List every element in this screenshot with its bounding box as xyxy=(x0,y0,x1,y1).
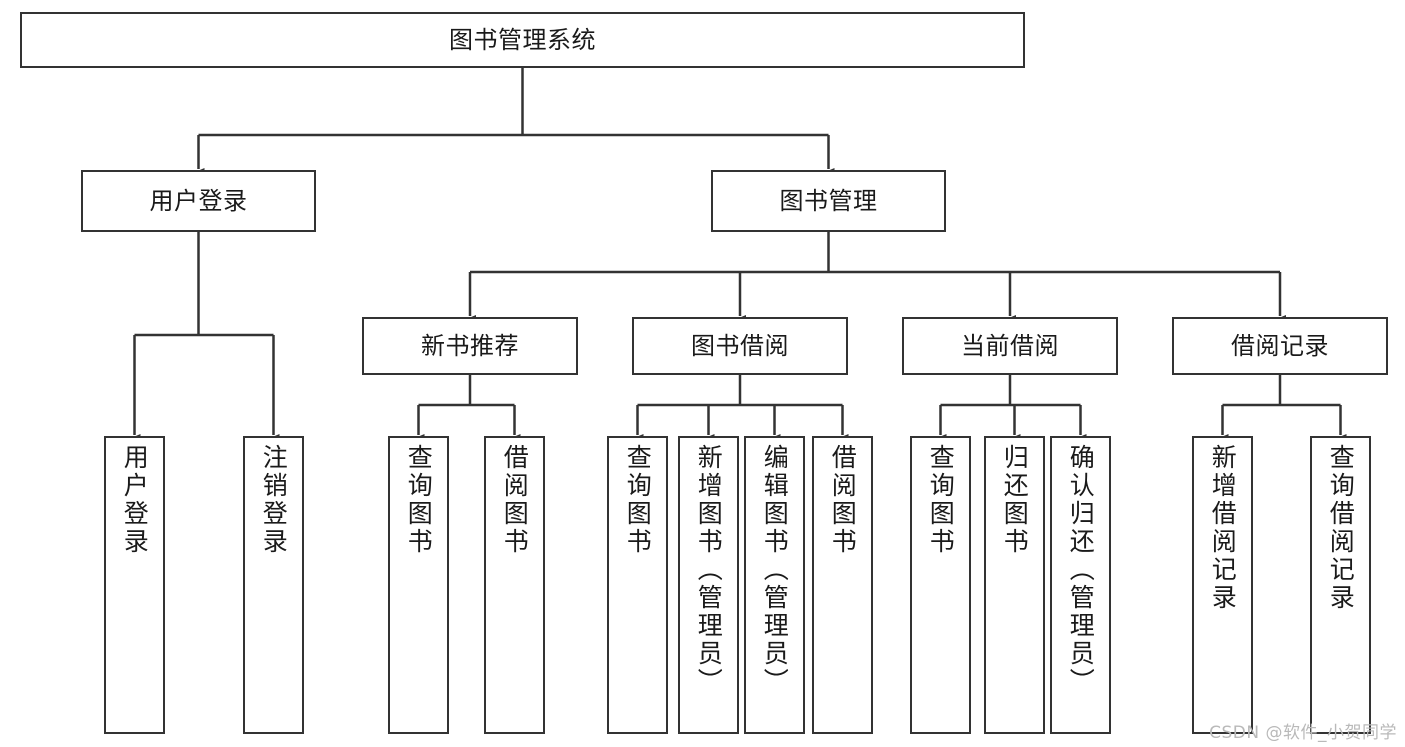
node-label: 用户登录 xyxy=(149,186,248,215)
node-label: 当前借阅 xyxy=(961,331,1059,360)
node-leaf-borrow-book-1[interactable]: 借阅图书 xyxy=(484,436,545,734)
node-label: 图书管理系统 xyxy=(449,25,596,54)
node-leaf-user-logout[interactable]: 注销登录 xyxy=(243,436,304,734)
node-label: 借阅图书 xyxy=(500,444,530,556)
node-leaf-query-book-1[interactable]: 查询图书 xyxy=(388,436,449,734)
node-label: 图书借阅 xyxy=(691,331,789,360)
node-book-borrow[interactable]: 图书借阅 xyxy=(632,317,848,375)
node-book-manage[interactable]: 图书管理 xyxy=(711,170,946,232)
node-label: 借阅记录 xyxy=(1231,331,1329,360)
node-label: 图书管理 xyxy=(779,186,878,215)
node-label: 借阅图书 xyxy=(828,444,858,556)
node-leaf-confirm-return[interactable]: 确认归还（管理员） xyxy=(1050,436,1111,734)
node-leaf-return-book[interactable]: 归还图书 xyxy=(984,436,1045,734)
node-label: 用户登录 xyxy=(120,444,150,556)
node-new-book-rec[interactable]: 新书推荐 xyxy=(362,317,578,375)
node-label: 查询图书 xyxy=(404,444,434,556)
node-leaf-add-book[interactable]: 新增图书（管理员） xyxy=(678,436,739,734)
node-leaf-query-book-2[interactable]: 查询图书 xyxy=(607,436,668,734)
node-label: 查询图书 xyxy=(926,444,956,556)
node-label: 编辑图书（管理员） xyxy=(760,444,790,696)
node-label: 归还图书 xyxy=(1000,444,1030,556)
node-leaf-query-record[interactable]: 查询借阅记录 xyxy=(1310,436,1371,734)
node-user-login[interactable]: 用户登录 xyxy=(81,170,316,232)
node-current-borrow[interactable]: 当前借阅 xyxy=(902,317,1118,375)
node-leaf-user-login[interactable]: 用户登录 xyxy=(104,436,165,734)
node-leaf-add-record[interactable]: 新增借阅记录 xyxy=(1192,436,1253,734)
node-label: 确认归还（管理员） xyxy=(1066,444,1096,696)
node-label: 注销登录 xyxy=(259,444,289,556)
node-label: 查询借阅记录 xyxy=(1326,444,1356,612)
node-leaf-edit-book[interactable]: 编辑图书（管理员） xyxy=(744,436,805,734)
node-root[interactable]: 图书管理系统 xyxy=(20,12,1025,68)
node-label: 查询图书 xyxy=(623,444,653,556)
node-label: 新书推荐 xyxy=(421,331,519,360)
node-borrow-record[interactable]: 借阅记录 xyxy=(1172,317,1388,375)
node-leaf-borrow-book-2[interactable]: 借阅图书 xyxy=(812,436,873,734)
watermark-text: CSDN @软件_小贺同学 xyxy=(1209,723,1397,743)
node-label: 新增借阅记录 xyxy=(1208,444,1238,612)
node-leaf-query-book-3[interactable]: 查询图书 xyxy=(910,436,971,734)
node-label: 新增图书（管理员） xyxy=(694,444,724,696)
